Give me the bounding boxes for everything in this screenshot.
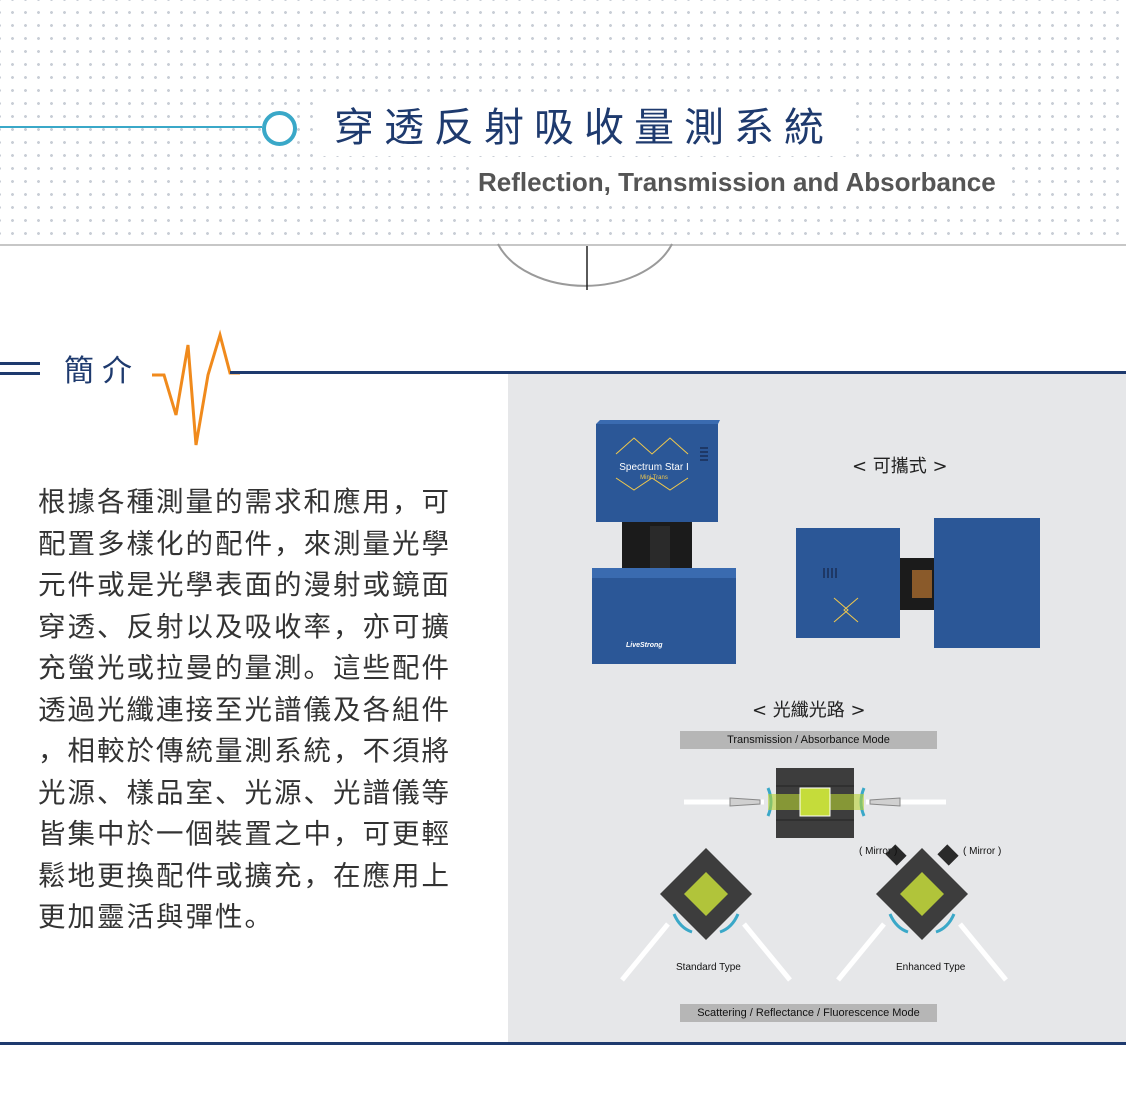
standard-type-label: Standard Type	[676, 962, 741, 973]
header-circle-icon	[262, 111, 297, 146]
intro-line: 鬆地更換配件或擴充，在應用上	[38, 859, 451, 892]
enhanced-type-diagram	[836, 844, 1008, 982]
portable-label: < 可攜式 >	[852, 456, 948, 477]
scroll-down-arrow-icon	[497, 243, 673, 290]
transmission-mode-label: Transmission / Absorbance Mode	[680, 731, 937, 749]
section-title: 簡介	[64, 354, 140, 389]
standard-type-diagram	[620, 848, 792, 982]
intro-line: 皆集中於一個裝置之中，可更輕	[38, 818, 451, 850]
intro-line: 更加靈活與彈性。	[38, 901, 274, 933]
enhanced-type-label: Enhanced Type	[896, 962, 966, 973]
intro-line: 充螢光或拉曼的量測。這些配件	[38, 652, 451, 684]
horizontal-device-image	[796, 518, 1040, 648]
device-sub: Mini Trans	[640, 475, 668, 481]
intro-line: 元件或是光學表面的漫射或鏡面	[38, 569, 451, 601]
transmission-diagram	[684, 768, 946, 838]
scattering-mode-label: Scattering / Reflectance / Fluorescence …	[680, 1004, 937, 1022]
header-accent-line	[0, 126, 262, 128]
page-subtitle: Reflection, Transmission and Absorbance	[470, 165, 1004, 199]
pulse-wave-icon	[152, 329, 240, 446]
intro-line: 根據各種測量的需求和應用，可	[38, 486, 451, 518]
page-title: 穿透反射吸收量測系統	[320, 100, 848, 156]
intro-line: 配置多樣化的配件，來測量光學	[38, 527, 451, 560]
intro-paragraph: 根據各種測量的需求和應用，可 配置多樣化的配件，來測量光學 元件或是光學表面的漫…	[38, 482, 478, 939]
intro-line: ，相較於傳統量測系統，不須將	[38, 735, 451, 767]
device-brand: Spectrum Star I	[619, 462, 689, 473]
intro-line: 穿透、反射以及吸收率，亦可擴	[38, 610, 451, 643]
fiber-path-label: < 光纖光路 >	[752, 700, 866, 721]
header-divider	[0, 244, 1126, 246]
device-maker: LiveStrong	[626, 642, 663, 649]
section-bottom-rule	[0, 1042, 1126, 1045]
product-figure-panel: Spectrum Star I Mini Trans LiveStrong < …	[508, 374, 1126, 1043]
mirror-label-1: ( Mirror )	[859, 846, 898, 857]
section-rule	[230, 371, 1126, 374]
section-equals-icon	[0, 362, 40, 376]
intro-line: 透過光纖連接至光譜儀及各組件	[38, 693, 451, 726]
mirror-label-2: ( Mirror )	[963, 846, 1002, 857]
intro-line: 光源、樣品室、光源、光譜儀等	[38, 776, 451, 809]
vertical-device-image	[592, 420, 736, 664]
